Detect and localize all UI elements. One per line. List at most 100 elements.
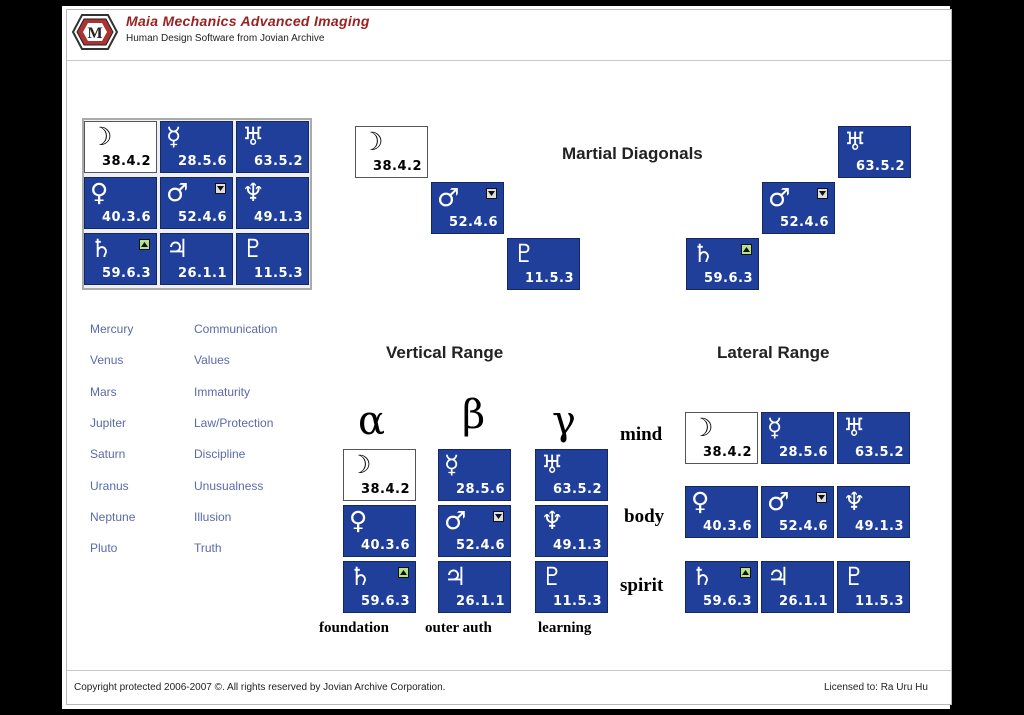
- cell-mercury[interactable]: ☿ 28.5.6: [160, 121, 233, 173]
- cell-mercury[interactable]: ☿28.5.6: [438, 449, 511, 501]
- cell-jupiter[interactable]: ♃26.1.1: [438, 561, 511, 613]
- cell-value: 40.3.6: [702, 519, 752, 534]
- cell-value: 38.4.2: [372, 159, 422, 174]
- cell-moon[interactable]: ☽ 38.4.2: [84, 121, 157, 173]
- moon-icon: ☽: [361, 127, 384, 156]
- up-arrow-icon: [740, 567, 751, 578]
- cell-value: 59.6.3: [360, 594, 410, 609]
- cell-value: 26.1.1: [778, 594, 828, 609]
- cell-value: 11.5.3: [524, 271, 574, 286]
- cell-mars[interactable]: ♂52.4.6: [762, 182, 835, 234]
- cell-value: 28.5.6: [455, 482, 505, 497]
- pluto-icon: ♇: [843, 562, 866, 591]
- cell-value: 11.5.3: [552, 594, 602, 609]
- moon-icon: ☽: [90, 122, 113, 151]
- neptune-icon: ♆: [541, 506, 564, 535]
- cell-value: 52.4.6: [448, 215, 498, 230]
- cell-saturn[interactable]: ♄ 59.6.3: [686, 238, 759, 290]
- cell-mars[interactable]: ♂ 52.4.6: [761, 486, 834, 538]
- cell-saturn[interactable]: ♄59.6.3: [343, 561, 416, 613]
- saturn-icon: ♄: [90, 234, 113, 263]
- uranus-icon: ♅: [541, 450, 564, 479]
- gamma-label: γ: [552, 398, 576, 444]
- cell-value: 63.5.2: [253, 154, 303, 169]
- cell-value: 52.4.6: [778, 519, 828, 534]
- cell-value: 38.4.2: [101, 154, 151, 169]
- license-text: Licensed to: Ra Uru Hu: [824, 682, 928, 693]
- legend-planet: Uranus: [90, 479, 129, 493]
- martial-diagonals-title: Martial Diagonals: [562, 144, 703, 163]
- cell-saturn[interactable]: ♄59.6.3: [685, 561, 758, 613]
- cell-pluto[interactable]: ♇ 11.5.3: [535, 561, 608, 613]
- cell-venus[interactable]: ♀40.3.6: [84, 177, 157, 229]
- cell-value: 49.1.3: [253, 210, 303, 225]
- svg-text:M: M: [87, 25, 102, 42]
- cell-neptune[interactable]: ♆ 49.1.3: [837, 486, 910, 538]
- column-label-outer-auth: outer auth: [425, 620, 492, 636]
- cell-mars[interactable]: ♂ 52.4.6: [431, 182, 504, 234]
- cell-uranus[interactable]: ♅63.5.2: [837, 412, 910, 464]
- cell-moon[interactable]: ☽ 38.4.2: [355, 126, 428, 178]
- mercury-icon: ☿: [166, 122, 182, 151]
- legend-meaning: Truth: [194, 541, 222, 555]
- cell-mars[interactable]: ♂52.4.6: [438, 505, 511, 557]
- cell-pluto[interactable]: ♇ 11.5.3: [507, 238, 580, 290]
- cell-pluto[interactable]: ♇11.5.3: [837, 561, 910, 613]
- legend-planet: Jupiter: [90, 416, 127, 430]
- mars-icon: ♂: [166, 178, 189, 207]
- cell-uranus[interactable]: ♅ 63.5.2: [236, 121, 309, 173]
- cell-jupiter[interactable]: ♃26.1.1: [761, 561, 834, 613]
- cell-value: 49.1.3: [854, 519, 904, 534]
- pluto-icon: ♇: [242, 234, 265, 263]
- cell-mars[interactable]: ♂52.4.6: [160, 177, 233, 229]
- cell-jupiter[interactable]: ♃26.1.1: [160, 233, 233, 285]
- cell-moon[interactable]: ☽ 38.4.2: [343, 449, 416, 501]
- column-label-learning: learning: [538, 620, 592, 636]
- cell-uranus[interactable]: ♅ 63.5.2: [838, 126, 911, 178]
- cell-value: 59.6.3: [703, 271, 753, 286]
- cell-uranus[interactable]: ♅ 63.5.2: [535, 449, 608, 501]
- legend-planet: Pluto: [90, 541, 118, 555]
- saturn-icon: ♄: [692, 239, 715, 268]
- cell-value: 59.6.3: [702, 594, 752, 609]
- row-label-body: body: [624, 506, 665, 527]
- up-arrow-icon: [139, 239, 150, 250]
- cell-value: 63.5.2: [552, 482, 602, 497]
- uranus-icon: ♅: [843, 413, 866, 442]
- cell-value: 11.5.3: [253, 266, 303, 281]
- cell-value: 40.3.6: [101, 210, 151, 225]
- cell-value: 49.1.3: [552, 538, 602, 553]
- brand-tagline: Human Design Software from Jovian Archiv…: [126, 33, 325, 44]
- cell-value: 28.5.6: [177, 154, 227, 169]
- pluto-icon: ♇: [513, 239, 536, 268]
- moon-icon: ☽: [349, 450, 372, 479]
- down-arrow-icon: [486, 188, 497, 199]
- legend-planet: Mercury: [90, 322, 134, 336]
- mars-icon: ♂: [444, 506, 467, 535]
- cell-venus[interactable]: ♀40.3.6: [343, 505, 416, 557]
- cell-value: 63.5.2: [855, 159, 905, 174]
- vertical-range-title: Vertical Range: [386, 343, 504, 362]
- cell-venus[interactable]: ♀40.3.6: [685, 486, 758, 538]
- uranus-icon: ♅: [844, 127, 867, 156]
- cell-saturn[interactable]: ♄59.6.3: [84, 233, 157, 285]
- down-arrow-icon: [215, 183, 226, 194]
- neptune-icon: ♆: [843, 487, 866, 516]
- cell-mercury[interactable]: ☿28.5.6: [761, 412, 834, 464]
- cell-neptune[interactable]: ♆ 49.1.3: [535, 505, 608, 557]
- legend-planet: Mars: [90, 385, 117, 399]
- beta-label: β: [462, 392, 486, 438]
- cell-pluto[interactable]: ♇ 11.5.3: [236, 233, 309, 285]
- cell-neptune[interactable]: ♆49.1.3: [236, 177, 309, 229]
- pluto-icon: ♇: [541, 562, 564, 591]
- mars-icon: ♂: [767, 487, 790, 516]
- cell-value: 38.4.2: [702, 445, 752, 460]
- legend-meaning: Law/Protection: [194, 416, 274, 430]
- mars-icon: ♂: [437, 183, 460, 212]
- cell-value: 40.3.6: [360, 538, 410, 553]
- jupiter-icon: ♃: [166, 234, 189, 263]
- cell-value: 28.5.6: [778, 445, 828, 460]
- cell-moon[interactable]: ☽38.4.2: [685, 412, 758, 464]
- cell-value: 38.4.2: [360, 482, 410, 497]
- uranus-icon: ♅: [242, 122, 265, 151]
